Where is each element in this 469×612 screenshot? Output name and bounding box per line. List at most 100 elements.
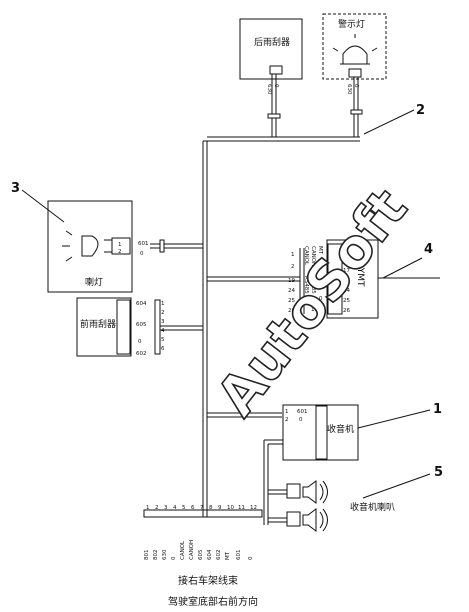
- front-wiper-wire-602: 602: [136, 351, 147, 357]
- bottom-wire-3: 630: [162, 549, 168, 560]
- symt-left-pin-3: 19: [288, 278, 295, 284]
- radio-speakers: 收音机喇叭: [268, 480, 395, 532]
- front-wiper: 前雨刮器 604 605 0 602 1 2 3 4 5 6: [76, 297, 203, 357]
- rear-wiper-box: [239, 18, 303, 80]
- horn: 1 2 喇灯 601 0: [47, 200, 203, 293]
- radio-pin-2: 2: [285, 417, 289, 423]
- bottom-pin-9: 9: [218, 505, 222, 511]
- symt-left-pin-6: 26: [288, 308, 295, 314]
- symt-pin-1: 1: [344, 248, 348, 254]
- symt-left-pin-5: 25: [288, 298, 295, 304]
- symt-label: SYMT: [355, 262, 365, 287]
- bottom-wire-2: 802: [153, 550, 159, 561]
- warning-light-pin-1: 630: [346, 84, 352, 95]
- beacon-icon: [342, 45, 368, 65]
- bottom-pin-10: 10: [227, 505, 234, 511]
- symt-wire-6: 0: [319, 296, 323, 302]
- bottom-wire-9: 602: [216, 550, 222, 561]
- bottom-pin-6: 6: [191, 505, 195, 511]
- callout-2: 2: [416, 103, 425, 118]
- front-wiper-pin-3: 3: [161, 319, 165, 325]
- horn-wire-601: 601: [138, 241, 149, 247]
- bottom-pin-8: 8: [209, 505, 213, 511]
- symt-left-pin-4: 24: [288, 288, 295, 294]
- radio-pin-1: 1: [285, 409, 289, 415]
- front-wiper-pin-4: 4: [161, 328, 165, 334]
- speaker-icon: [302, 480, 317, 504]
- symt-unit: SYMT CANOL CANOH MT RS485 B RS485 A 0 10…: [207, 239, 379, 319]
- front-wiper-box: [76, 297, 132, 357]
- symt-wire-1: CANOL: [303, 246, 309, 266]
- symt-pin-4: 19: [343, 278, 350, 284]
- bottom-connector: 1 2 3 4 5 6 7 8 9 10 11 12 801 802 630 0…: [143, 505, 263, 561]
- warning-light-plug: [348, 68, 362, 78]
- warning-light: 警示灯 630 0: [322, 13, 387, 137]
- warning-light-label: 警示灯: [338, 18, 365, 30]
- symt-left-pin-2: 2: [291, 264, 295, 270]
- callout-4: 4: [424, 242, 433, 257]
- horn-label: 喇灯: [85, 276, 103, 288]
- bottom-connector-body: [143, 509, 263, 518]
- rear-wiper-label: 后雨刮器: [254, 36, 290, 48]
- speaker-connector-2: [286, 511, 301, 527]
- horn-conn-pin-2: 2: [118, 249, 122, 255]
- rear-wiper-pin-1: 630: [266, 84, 272, 95]
- symt-wire-4: RS485 B: [303, 276, 309, 300]
- radio-box: [282, 404, 359, 461]
- bottom-pin-4: 4: [173, 505, 177, 511]
- speaker-icon: [302, 508, 317, 532]
- radio-connector: [315, 405, 328, 460]
- bottom-pin-12: 12: [250, 505, 257, 511]
- symt-wire-7: 100: [311, 307, 322, 313]
- rear-wiper: 后雨刮器 630 0: [239, 18, 303, 137]
- horn-connector: [111, 237, 131, 255]
- bottom-wire-5: CANOL: [180, 540, 186, 560]
- rear-wiper-plug: [269, 65, 283, 75]
- bottom-wire-12: 0: [248, 556, 254, 560]
- bottom-pin-2: 2: [155, 505, 159, 511]
- front-wiper-connector: [116, 299, 131, 355]
- front-wiper-pin-1: 1: [161, 301, 165, 307]
- symt-pin-6: 25: [343, 298, 350, 304]
- callout-5: 5: [434, 465, 443, 480]
- front-wiper-pin-2: 2: [161, 310, 165, 316]
- bottom-wire-6: CANOH: [189, 540, 195, 560]
- bottom-pin-7: 7: [200, 505, 204, 511]
- horn-box: [47, 200, 133, 293]
- horn-conn-pin-1: 1: [118, 242, 122, 248]
- bottom-wire-11: 601: [236, 550, 242, 561]
- front-wiper-pin-5: 5: [161, 337, 165, 343]
- front-wiper-wire-0: 0: [138, 339, 142, 345]
- rear-wiper-pin-2: 0: [273, 84, 279, 88]
- symt-wire-5: RS485 A: [310, 276, 316, 300]
- bottom-pin-5: 5: [182, 505, 186, 511]
- watermark: AutoSoft: [204, 177, 419, 427]
- main-harness-trunk: [202, 136, 360, 517]
- symt-wire-3: MT: [317, 246, 323, 255]
- front-wiper-pin-6: 6: [161, 346, 165, 352]
- horn-wire-0: 0: [140, 251, 144, 257]
- warning-light-box: [322, 13, 387, 80]
- radio-wire-0: 0: [299, 417, 303, 423]
- horn-icon: [81, 235, 99, 257]
- symt-pin-7: 26: [343, 308, 350, 314]
- bottom-wire-10: MT: [225, 551, 231, 560]
- bottom-pin-3: 3: [164, 505, 168, 511]
- front-wiper-wire-604: 604: [136, 301, 147, 307]
- callout-3: 3: [11, 181, 20, 196]
- symt-left-pin-1: 1: [291, 252, 295, 258]
- radio-label: 收音机: [327, 423, 354, 435]
- bottom-pin-11: 11: [238, 505, 245, 511]
- symt-pin-2: 2: [344, 258, 348, 264]
- symt-box: [326, 239, 379, 319]
- callout-1: 1: [433, 402, 442, 417]
- bottom-wire-7: 605: [198, 549, 204, 560]
- warning-light-pin-2: 0: [353, 84, 359, 88]
- symt-connector: [327, 243, 343, 315]
- symt-pin-5: 24: [343, 288, 350, 294]
- caption-line-1: 接右车架线束: [178, 574, 238, 587]
- callouts: 2 3 4 1 5: [11, 103, 443, 499]
- speaker-connector-1: [286, 483, 301, 499]
- front-wiper-label: 前雨刮器: [80, 318, 116, 330]
